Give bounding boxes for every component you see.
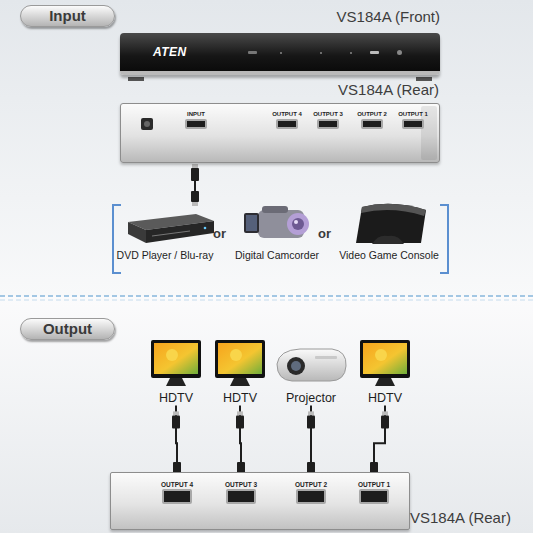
device-caption: Digital Camcorder [235,249,319,261]
device-caption: HDTV [368,391,402,405]
port: OUTPUT 3 [225,481,257,504]
port-label: OUTPUT 3 [225,481,257,488]
section-title: Output [21,319,114,339]
input-cable [191,164,199,206]
display-device: Projector [286,391,336,405]
port-label: OUTPUT 4 [272,111,302,118]
port: OUTPUT 3 [313,111,343,129]
hdmi-port [226,489,256,504]
port: OUTPUT 2 [295,481,327,504]
device-name: VS184A (Front) [337,8,440,25]
choice-word: or [318,226,331,241]
device-caption: HDTV [223,391,257,405]
dvd-player-icon [128,214,214,243]
hdmi-port [402,119,424,129]
display-device: HDTV [223,391,257,405]
divider-line [0,300,533,301]
section-title: Input [21,6,114,26]
device-rear: VS184A (Rear)INPUTOUTPUT 4OUTPUT 3OUTPUT… [120,103,440,163]
brand-logo: ATEN [153,45,187,59]
device-foot [416,77,432,81]
panel-detail [370,51,379,54]
panel-detail [280,52,282,54]
section-pill: Input [20,5,115,27]
hdtv-icon [215,340,265,386]
display-device: HDTV [368,391,402,405]
hdtv-icon [360,340,410,386]
panel-detail [144,121,150,127]
hdmi-port [296,489,326,504]
hdmi-cable [172,405,181,481]
hdmi-cable [370,405,389,481]
source-device: Video Game Console [339,249,439,261]
choice-word: or [213,226,226,241]
divider-line [0,295,533,297]
hdmi-port [359,489,389,504]
hdmi-cable [307,405,315,481]
device-caption: HDTV [159,391,193,405]
device-name: VS184A (Rear) [338,81,439,98]
device-caption: Video Game Console [339,249,439,261]
device-foot [128,77,144,81]
port: OUTPUT 4 [161,481,193,504]
camcorder-icon [244,206,309,238]
port-label: OUTPUT 1 [358,481,390,488]
hdmi-port [361,119,383,129]
port: INPUT [185,111,207,129]
port-label: OUTPUT 4 [161,481,193,488]
hdtv-icon [151,340,201,386]
port: OUTPUT 1 [398,111,428,129]
hdmi-port [185,119,207,129]
device-rear: VS184A (Rear)OUTPUT 4OUTPUT 3OUTPUT 2OUT… [110,472,410,530]
port-label: OUTPUT 3 [313,111,343,118]
port: OUTPUT 1 [358,481,390,504]
device-name: VS184A (Rear) [410,509,511,526]
game-console-icon [356,204,426,244]
hdmi-port [276,119,298,129]
port-label: OUTPUT 2 [357,111,387,118]
hdmi-cable [236,405,245,481]
section-pill: Output [20,318,115,340]
hdmi-port [162,489,192,504]
hdmi-port [317,119,339,129]
panel-detail [397,50,402,55]
bottom-ground [0,296,533,533]
source-device: DVD Player / Blu-ray [117,249,214,261]
device-caption: Projector [286,391,336,405]
port-label: INPUT [185,111,207,118]
device-front: VS184A (Front)ATEN [120,33,440,75]
projector-icon [277,349,346,381]
bracket [113,205,121,273]
display-device: HDTV [159,391,193,405]
panel-detail [248,51,257,54]
source-device: Digital Camcorder [235,249,319,261]
port: OUTPUT 2 [357,111,387,129]
device-caption: DVD Player / Blu-ray [117,249,214,261]
port-label: OUTPUT 2 [295,481,327,488]
port-label: OUTPUT 1 [398,111,428,118]
top-ground [0,0,533,296]
bracket [440,205,448,273]
panel-detail [320,52,322,54]
panel-detail [350,52,352,54]
port: OUTPUT 4 [272,111,302,129]
